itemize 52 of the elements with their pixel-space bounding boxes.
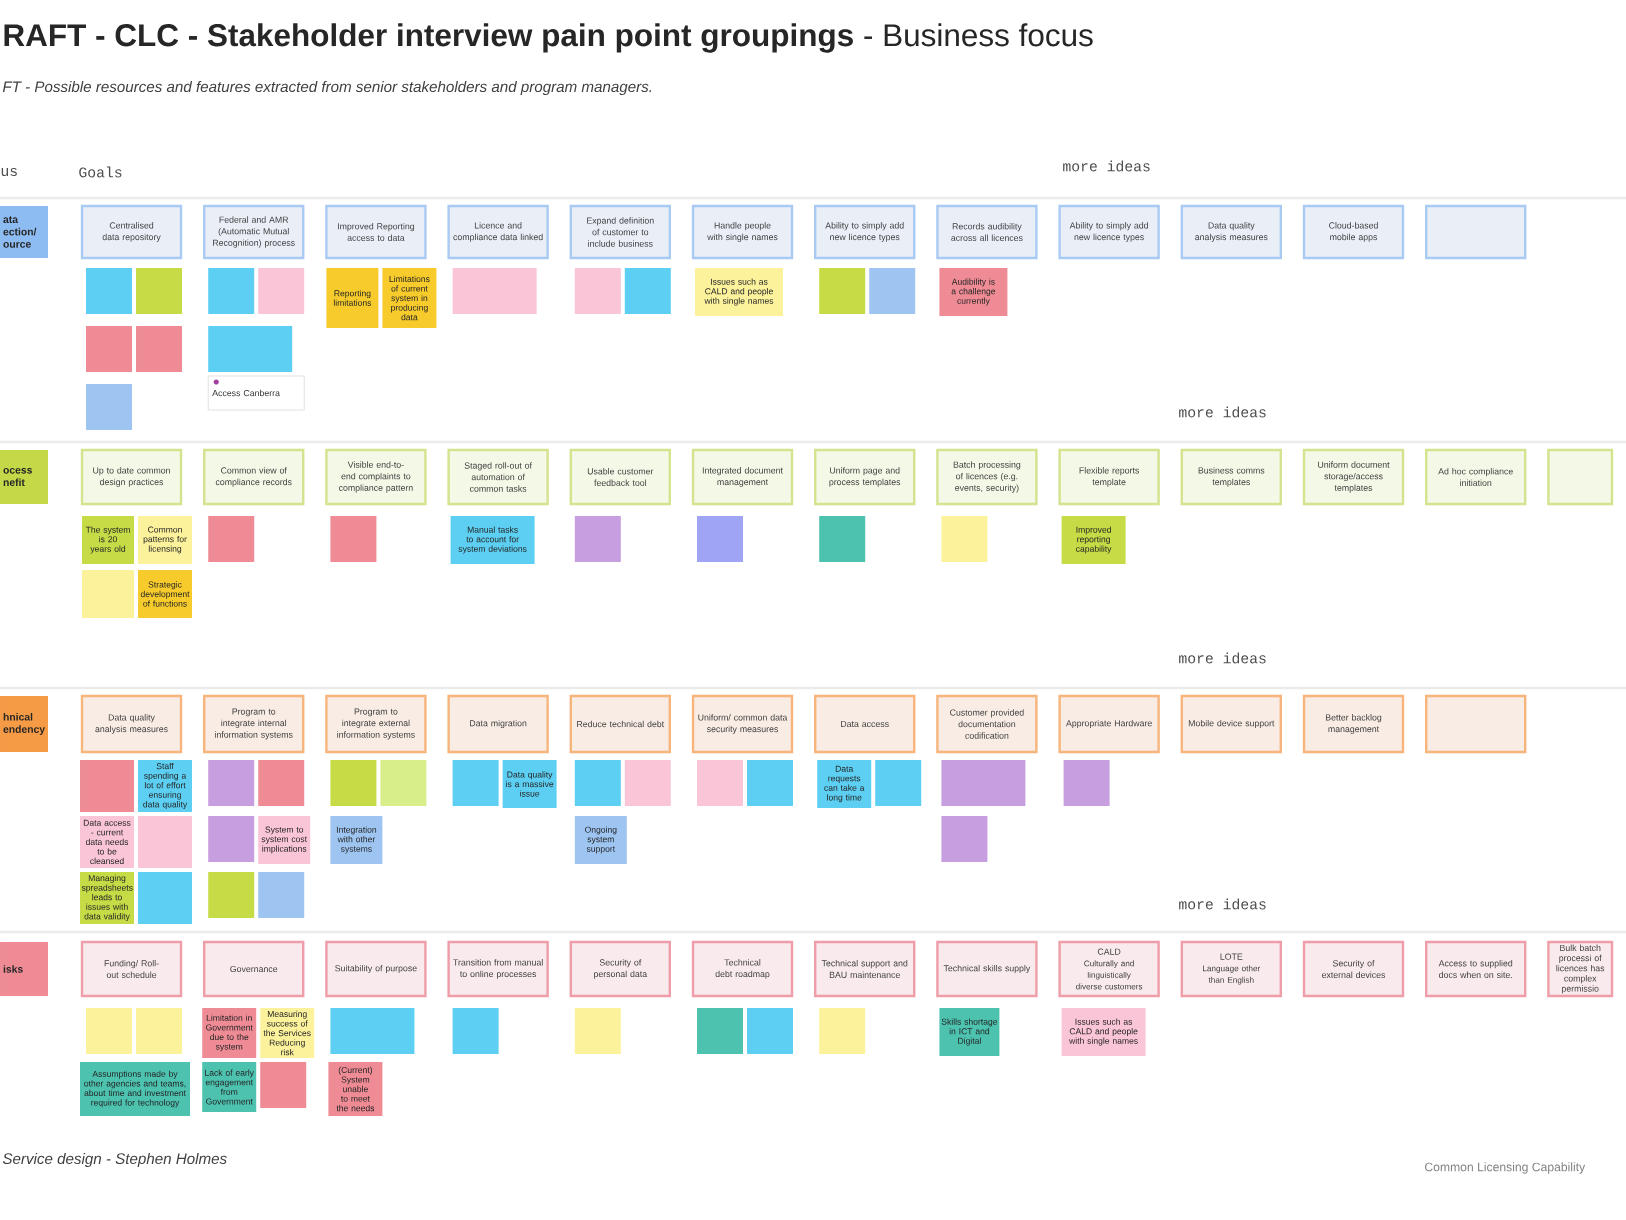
- goal-box: [1547, 448, 1614, 506]
- sticky-note: [941, 760, 1026, 806]
- sticky-note: [208, 872, 255, 918]
- sticky-note: [136, 1008, 182, 1054]
- sticky-note: [86, 384, 132, 430]
- sticky-note: [697, 760, 743, 806]
- sticky-note: [208, 816, 255, 862]
- sticky-note: [138, 816, 192, 868]
- sticky-note: [747, 760, 793, 806]
- sticky-note: [697, 516, 743, 562]
- sticky-note: [452, 760, 499, 806]
- sticky-note: [574, 516, 621, 562]
- sticky-note: [452, 1008, 499, 1054]
- sticky-note: [941, 516, 988, 562]
- sticky-note: [208, 516, 255, 562]
- sticky-note: [260, 1062, 307, 1108]
- sticky-note: [136, 326, 182, 372]
- sticky-note: [258, 268, 305, 314]
- sticky-note: [330, 1008, 415, 1054]
- sticky-note: [747, 1008, 793, 1054]
- sticky-note: [86, 326, 132, 372]
- sticky-note: [330, 760, 377, 806]
- sticky-note: [624, 760, 671, 806]
- title: RAFT - CLC - Stakeholder interview pain point groupings - Business focus: [4, 23, 1093, 53]
- sticky-note: [138, 872, 192, 924]
- sticky-note: [86, 1008, 132, 1054]
- sticky-note: [208, 268, 255, 314]
- sticky-note: [452, 268, 537, 314]
- sticky-note: [1063, 760, 1110, 806]
- sticky-note: [819, 516, 866, 562]
- sticky-note: [819, 1008, 866, 1054]
- sticky-note: [624, 268, 671, 314]
- sticky-note: [208, 760, 255, 806]
- sticky-note: [380, 760, 427, 806]
- goal-box: [1425, 694, 1527, 754]
- sticky-note: [82, 570, 134, 618]
- goal-box: [1425, 204, 1527, 260]
- sticky-note: [869, 268, 916, 314]
- sticky-note: [697, 1008, 743, 1054]
- sticky-note: [80, 760, 134, 812]
- sticky-note: [258, 872, 305, 918]
- sticky-note: [86, 268, 132, 314]
- sticky-note: [574, 1008, 621, 1054]
- sticky-note: [819, 268, 866, 314]
- sticky-note: [574, 760, 621, 806]
- sticky-note: [258, 760, 305, 806]
- sticky-note: [136, 268, 182, 314]
- sticky-note: [330, 516, 377, 562]
- sticky-note: [208, 326, 293, 372]
- sticky-note: [574, 268, 621, 314]
- sticky-note: [941, 816, 988, 862]
- sticky-note: [875, 760, 922, 806]
